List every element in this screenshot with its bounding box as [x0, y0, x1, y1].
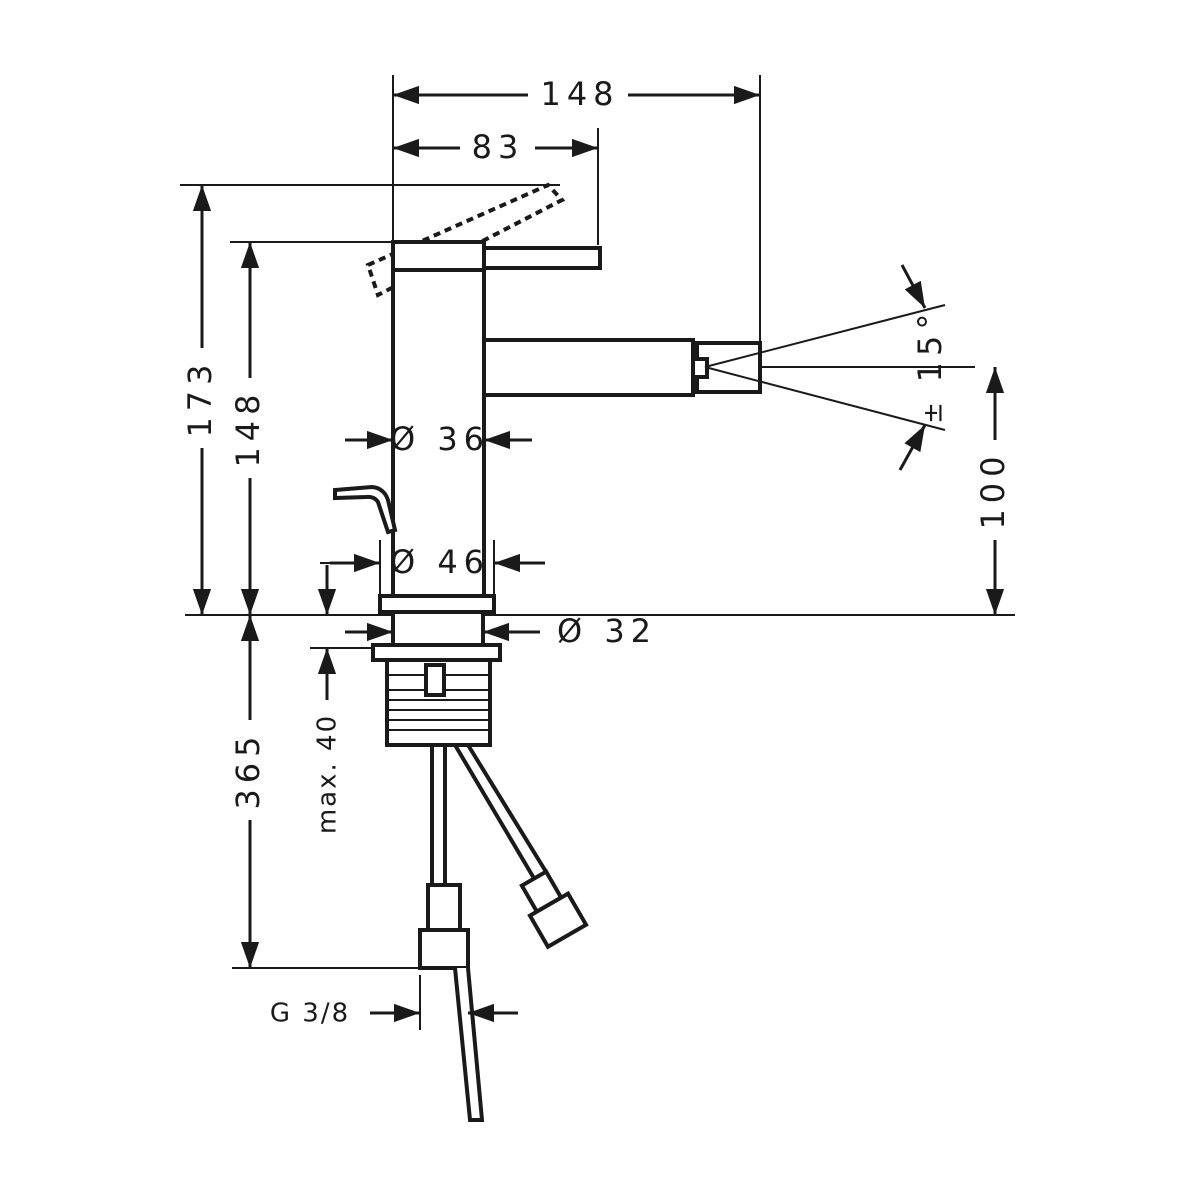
hose-fitting-right — [527, 890, 589, 950]
dim-spout-height: 100 — [974, 450, 1012, 529]
lever-raised-outline — [365, 182, 566, 298]
lever — [482, 246, 602, 270]
dim-lever-depth: 83 — [472, 128, 525, 166]
hose-tail — [453, 967, 485, 1122]
dim-shank-diameter: Ø 32 — [557, 612, 657, 650]
dim-body-diameter: Ø 36 — [390, 420, 490, 458]
dim-height-top: 148 — [229, 388, 267, 467]
dim-height-lever-raised: 173 — [181, 358, 219, 437]
dimension-labels: 148 83 173 148 Ø 36 Ø 46 Ø 32 100 365 ma… — [181, 75, 1015, 1029]
nut — [371, 643, 502, 662]
dim-base-diameter: Ø 46 — [390, 543, 490, 581]
rod-clamp — [424, 663, 446, 697]
pop-up-rod — [333, 484, 398, 535]
spout — [474, 338, 695, 397]
dim-spray-angle: 15° — [911, 308, 949, 383]
faucet — [333, 182, 762, 1122]
dim-connection-thread: G 3/8 — [270, 999, 350, 1029]
dim-total-depth: 148 — [540, 75, 619, 113]
dim-spray-tolerance: ± — [919, 400, 949, 424]
hose-left — [430, 745, 447, 885]
dim-max-deck-thickness: max. 40 — [313, 714, 343, 834]
cap — [391, 240, 486, 272]
base — [378, 594, 496, 614]
hose-right — [453, 743, 550, 882]
extension-lines — [180, 75, 1015, 1030]
shank — [391, 610, 485, 647]
hose-fitting — [418, 928, 470, 970]
dim-hose-length: 365 — [229, 730, 267, 809]
